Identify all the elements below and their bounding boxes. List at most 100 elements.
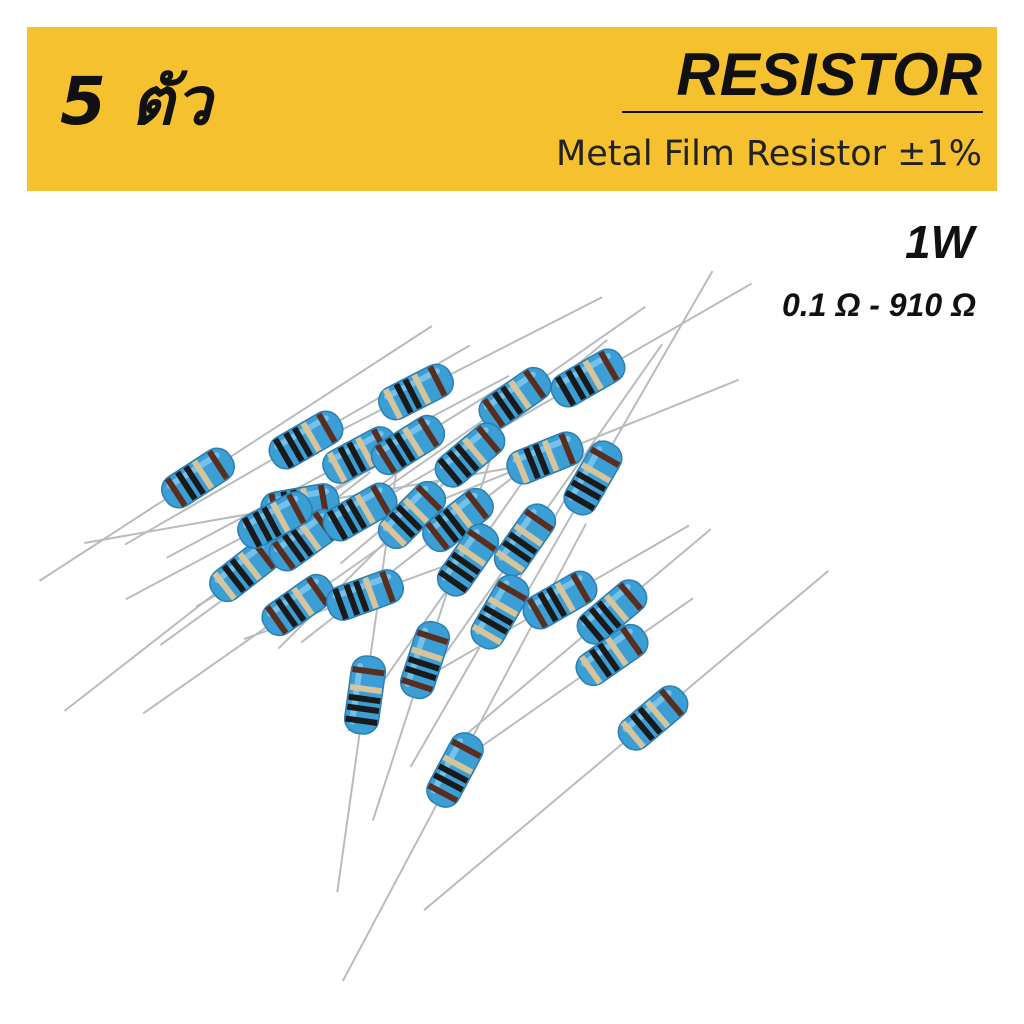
color-band	[348, 693, 381, 705]
color-band	[620, 720, 646, 749]
color-band	[417, 417, 440, 448]
color-band	[580, 462, 612, 484]
color-band	[442, 508, 468, 537]
resistor	[237, 491, 313, 549]
color-band	[589, 446, 621, 468]
color-band	[645, 699, 671, 729]
color-band	[579, 655, 603, 685]
resistor	[322, 426, 398, 484]
color-band	[496, 580, 528, 602]
color-band	[281, 533, 306, 563]
color-band	[274, 598, 299, 628]
color-band	[206, 449, 230, 480]
resistor	[343, 655, 387, 735]
resistor	[522, 570, 598, 630]
resistor	[370, 414, 446, 476]
color-band	[337, 446, 358, 478]
color-band	[352, 580, 370, 613]
color-band	[345, 498, 368, 530]
color-band	[415, 484, 443, 512]
color-band	[212, 571, 237, 601]
color-band	[346, 441, 367, 473]
color-band	[579, 614, 605, 643]
color-band	[629, 712, 655, 742]
color-band	[523, 508, 554, 532]
resistor-lead	[309, 296, 603, 447]
color-band	[221, 564, 247, 594]
color-band	[575, 470, 607, 493]
color-band	[291, 586, 315, 617]
color-band	[393, 382, 414, 414]
color-band	[541, 439, 560, 472]
color-band	[326, 451, 348, 483]
color-band	[362, 576, 379, 610]
color-band	[495, 549, 525, 573]
color-band	[395, 504, 423, 532]
resistor	[422, 487, 494, 553]
resistor	[493, 503, 557, 577]
color-band	[462, 436, 488, 466]
color-band	[450, 501, 475, 531]
color-band	[450, 551, 481, 575]
color-band	[482, 604, 514, 627]
color-band	[491, 391, 516, 421]
color-band	[554, 375, 577, 407]
resistor	[550, 348, 626, 408]
color-band	[393, 431, 416, 463]
color-band	[354, 493, 376, 525]
color-band	[402, 378, 423, 410]
color-band	[454, 443, 480, 472]
color-band	[337, 503, 359, 535]
color-band	[175, 470, 198, 501]
resistor	[322, 482, 398, 542]
resistor	[209, 537, 281, 603]
color-band	[283, 431, 305, 463]
color-band	[437, 763, 469, 784]
color-band	[164, 477, 188, 508]
resistor-body	[617, 685, 689, 751]
color-band	[466, 528, 497, 552]
resistor	[478, 366, 552, 430]
color-band	[270, 501, 291, 533]
header-banner	[27, 27, 997, 191]
color-band	[332, 587, 349, 620]
color-band	[502, 539, 532, 564]
color-band	[464, 490, 490, 520]
color-band	[437, 457, 463, 486]
color-band	[400, 676, 434, 693]
resistor	[268, 410, 344, 470]
color-band	[346, 703, 380, 715]
resistor	[426, 732, 484, 808]
color-band	[596, 600, 622, 629]
color-band	[404, 665, 437, 682]
color-band	[570, 572, 592, 604]
color-band	[558, 433, 577, 465]
color-band	[411, 373, 432, 405]
resistor	[261, 573, 335, 637]
color-band	[477, 613, 509, 635]
color-band	[513, 523, 544, 547]
color-band	[374, 443, 397, 474]
title-underline	[622, 111, 983, 113]
resistor-bodies	[161, 348, 689, 808]
color-band	[410, 646, 443, 663]
resistor	[563, 440, 623, 516]
color-band	[620, 626, 644, 657]
color-band	[597, 642, 621, 673]
color-band	[345, 715, 378, 726]
color-band	[286, 493, 307, 525]
color-band	[482, 398, 506, 428]
color-band	[434, 514, 460, 544]
color-band	[289, 527, 314, 558]
color-band	[523, 447, 541, 480]
resistor	[399, 620, 451, 700]
color-band	[326, 509, 349, 541]
color-band	[570, 479, 602, 501]
color-band	[416, 629, 449, 645]
color-band	[229, 558, 255, 587]
color-band	[379, 570, 396, 603]
quantity-label: 5 ตัว	[60, 63, 213, 140]
color-band	[298, 521, 322, 552]
